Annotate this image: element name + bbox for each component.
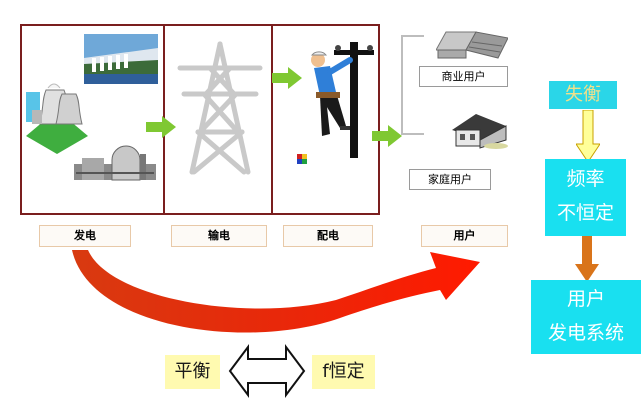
user-generation-line-1: 用户	[531, 287, 641, 311]
frequency-box: 频率 不恒定	[545, 159, 626, 236]
balance-label: 平衡	[165, 355, 220, 389]
frequency-line-1: 频率	[545, 167, 626, 191]
frequency-line-2: 不恒定	[545, 201, 626, 225]
down-arrow-yellow	[576, 110, 600, 162]
user-generation-line-2: 发电系统	[531, 321, 641, 345]
f-constant-label: f恒定	[312, 355, 375, 389]
double-headed-arrow-icon	[228, 344, 306, 398]
imbalance-label: 失衡	[549, 81, 617, 109]
down-arrow-orange	[575, 236, 599, 282]
user-generation-box: 用户 发电系统	[531, 280, 641, 354]
